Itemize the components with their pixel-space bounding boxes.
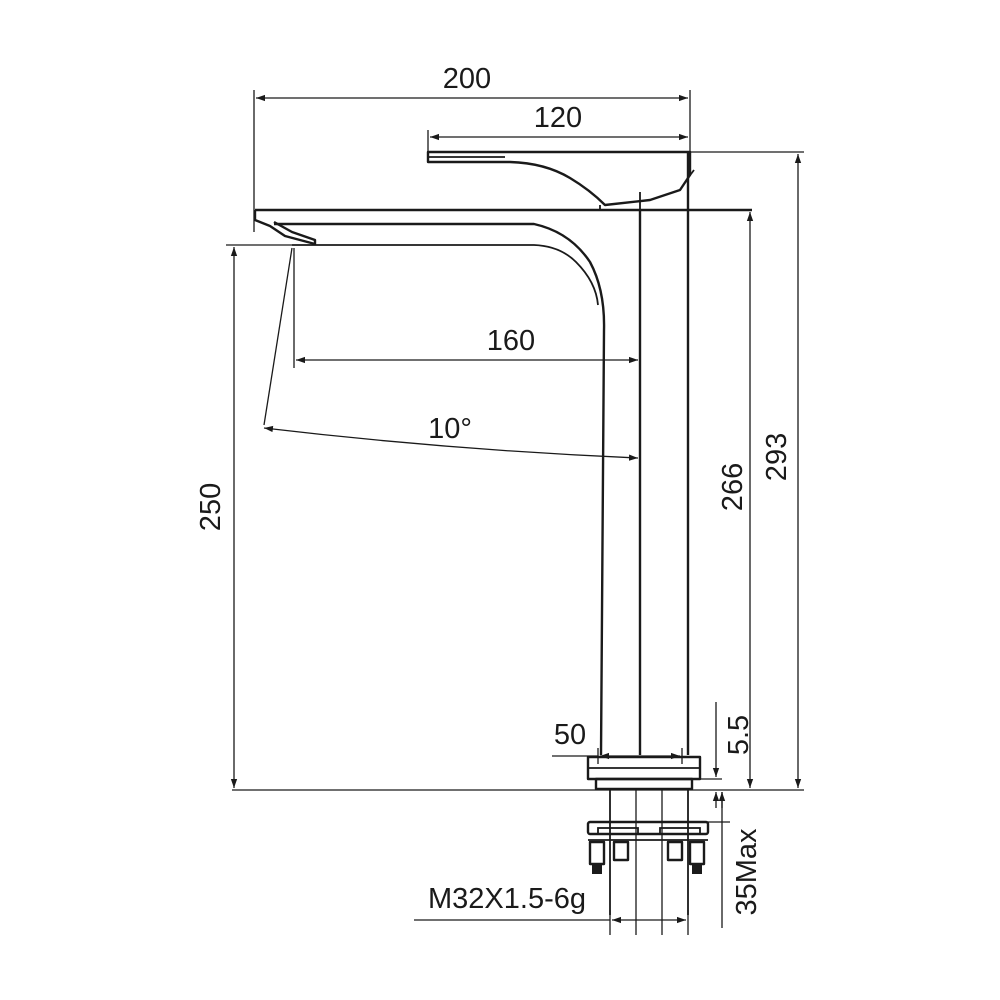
dimension-base-diameter: 50 — [552, 719, 683, 764]
base-gasket — [594, 777, 694, 791]
dim-label-293: 293 — [761, 433, 793, 481]
dim-label-10deg: 10° — [428, 413, 472, 445]
mounting-bracket — [586, 820, 710, 874]
dimension-handle-length: 120 — [427, 102, 688, 162]
dim-label-200: 200 — [443, 63, 491, 95]
spout-inner-line — [292, 244, 599, 306]
dimension-thread-spec: M32X1.5-6g — [414, 883, 689, 935]
dimension-overall-width: 200 — [253, 63, 691, 232]
dim-label-thread: M32X1.5-6g — [428, 883, 586, 915]
dimension-body-height: 266 — [717, 212, 754, 788]
spout-tip — [253, 210, 317, 246]
dimension-spout-angle: 10° — [263, 247, 639, 461]
dim-label-266: 266 — [717, 463, 749, 511]
dim-label-120: 120 — [534, 102, 582, 134]
dim-label-35max: 35Max — [731, 828, 763, 916]
dim-label-5-5: 5.5 — [723, 715, 755, 755]
dimension-mounting-max: 35Max — [700, 792, 763, 928]
handle-lever — [426, 150, 692, 207]
dimension-total-height: 293 — [690, 151, 804, 788]
dim-label-50: 50 — [554, 719, 586, 751]
dim-label-160: 160 — [487, 325, 535, 357]
dimension-spout-height: 250 — [195, 244, 292, 788]
dimension-base-thickness: 5.5 — [700, 702, 755, 808]
dimension-spout-reach: 160 — [293, 248, 638, 368]
dim-label-250: 250 — [195, 483, 227, 531]
faucet-outline — [253, 150, 752, 935]
spout-underside — [274, 222, 606, 756]
handle-pin — [687, 169, 695, 179]
